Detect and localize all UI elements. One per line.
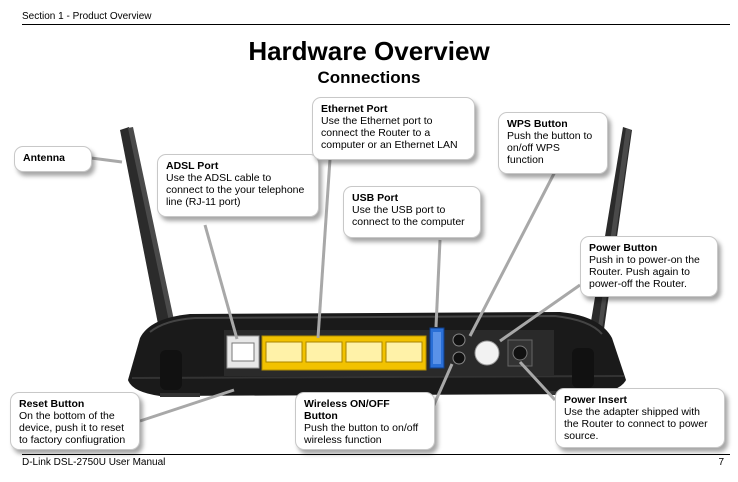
callout-adsl-port: ADSL Port Use the ADSL cable to connect …	[157, 154, 319, 217]
left-antenna	[120, 127, 183, 375]
callout-adsl-title: ADSL Port	[166, 160, 219, 172]
footer-rule	[22, 454, 730, 455]
footer-manual-name: D-Link DSL-2750U User Manual	[22, 457, 166, 468]
callout-usb-title: USB Port	[352, 192, 399, 204]
wireless-button	[452, 351, 466, 365]
callout-reset-desc: On the bottom of the device, push it to …	[19, 410, 126, 446]
callout-reset-button: Reset Button On the bottom of the device…	[10, 392, 140, 450]
callout-wps-desc: Push the button to on/off WPS function	[507, 130, 593, 166]
page-title: Hardware Overview	[248, 36, 490, 66]
callout-power-button-desc: Push in to power-on the Router. Push aga…	[589, 254, 700, 290]
power-jack	[507, 339, 533, 367]
callout-power-insert: Power Insert Use the adapter shipped wit…	[555, 388, 725, 448]
footer-page-number: 7	[718, 457, 724, 468]
callout-power-button: Power Button Push in to power-on the Rou…	[580, 236, 718, 297]
callout-ethernet-port: Ethernet Port Use the Ethernet port to c…	[312, 97, 475, 160]
callout-antenna: Antenna	[14, 146, 92, 172]
callout-ethernet-title: Ethernet Port	[321, 103, 388, 115]
header-rule	[22, 24, 730, 25]
wps-button	[452, 333, 466, 347]
pointer-lines	[90, 156, 581, 423]
page-subtitle: Connections	[317, 68, 421, 87]
callout-wps-button: WPS Button Push the button to on/off WPS…	[498, 112, 608, 174]
callout-power-insert-title: Power Insert	[564, 394, 628, 406]
callout-adsl-desc: Use the ADSL cable to connect to the you…	[166, 172, 305, 208]
callout-power-insert-desc: Use the adapter shipped with the Router …	[564, 406, 708, 442]
callout-power-button-title: Power Button	[589, 242, 658, 254]
power-button	[474, 340, 500, 366]
callout-ethernet-desc: Use the Ethernet port to connect the Rou…	[321, 115, 458, 151]
callout-wireless-desc: Push the button to on/off wireless funct…	[304, 422, 419, 446]
callout-antenna-title: Antenna	[23, 152, 65, 164]
callout-usb-desc: Use the USB port to connect to the compu…	[352, 204, 465, 228]
section-header: Section 1 - Product Overview	[22, 11, 152, 22]
callout-wps-title: WPS Button	[507, 118, 568, 130]
callout-wireless-title: Wireless ON/OFF Button	[304, 398, 390, 422]
callout-reset-title: Reset Button	[19, 398, 85, 410]
callout-usb-port: USB Port Use the USB port to connect to …	[343, 186, 481, 238]
callout-wireless-button: Wireless ON/OFF Button Push the button t…	[295, 392, 435, 450]
